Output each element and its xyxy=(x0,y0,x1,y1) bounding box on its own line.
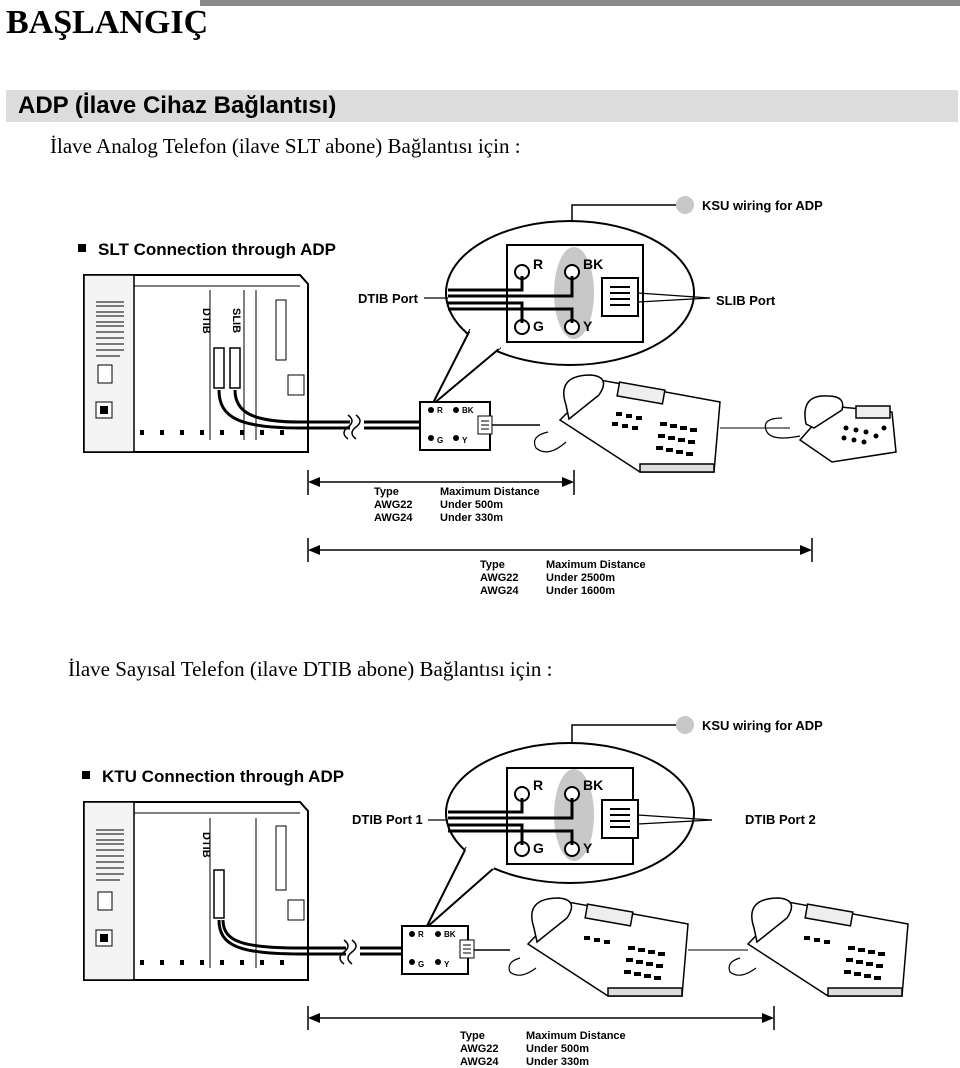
table2-dist-header: Maximum Distance xyxy=(546,559,646,571)
table1-type-header: Type xyxy=(374,486,399,498)
slt-connection-diagram: KSU wiring for ADP SLT Connection throug… xyxy=(78,196,897,597)
dtib-card-label: DTIB xyxy=(200,832,212,858)
terminal-r-label: R xyxy=(533,256,543,272)
power-module xyxy=(83,801,135,981)
dtib-port2-label: DTIB Port 2 xyxy=(745,812,816,827)
cabinet-module xyxy=(275,825,287,891)
cabinet-module xyxy=(275,299,287,361)
adp-wires xyxy=(448,276,574,323)
table1-cell: Under 330m xyxy=(440,512,503,524)
section-header-bar xyxy=(6,90,958,122)
bk-y-highlight xyxy=(554,769,594,861)
rj11-jack-icon xyxy=(601,277,639,317)
ktu-heading: KTU Connection through ADP xyxy=(102,767,344,786)
heading-bullet-icon xyxy=(82,771,90,779)
dtib-card-label: DTIB xyxy=(200,308,212,334)
ktu-intro-text: İlave Sayısal Telefon (ilave DTIB abone)… xyxy=(68,657,553,681)
table2-cell: Under 2500m xyxy=(546,572,615,584)
table1-cell: AWG24 xyxy=(460,1056,499,1068)
terminal-bk-label: BK xyxy=(583,777,603,793)
table2-cell: Under 1600m xyxy=(546,585,615,597)
distance-arrow-1 xyxy=(307,470,575,495)
slt-heading: SLT Connection through ADP xyxy=(98,240,336,259)
table1-dist-header: Maximum Distance xyxy=(440,486,540,498)
digital-keyset-phone-icon xyxy=(533,374,721,473)
table1-cell: AWG24 xyxy=(374,512,413,524)
slt-intro-text: İlave Analog Telefon (ilave SLT abone) B… xyxy=(50,134,521,158)
svg-text:G: G xyxy=(437,436,443,445)
terminal-bk-label: BK xyxy=(583,256,603,272)
terminal-g-label: G xyxy=(533,840,544,856)
svg-text:Y: Y xyxy=(444,960,450,969)
power-module xyxy=(83,274,135,453)
terminal-y-label: Y xyxy=(583,840,593,856)
terminal-g-label: G xyxy=(533,318,544,334)
ksu-bullet-icon xyxy=(676,196,694,214)
bk-y-highlight xyxy=(554,247,594,339)
slib-connector xyxy=(229,347,241,389)
digital-keyset-phone-1-icon xyxy=(508,897,689,997)
page-title: BAŞLANGIÇ xyxy=(6,4,209,41)
digital-keyset-phone-2-icon xyxy=(728,897,909,997)
table1-cell: AWG22 xyxy=(460,1043,499,1055)
table1-cell: Under 330m xyxy=(526,1056,589,1068)
section-title: ADP (İlave Cihaz Bağlantısı) xyxy=(18,92,337,119)
distance-arrow-1 xyxy=(307,1006,775,1030)
table1-cell: Under 500m xyxy=(440,499,503,511)
table2-type-header: Type xyxy=(480,559,505,571)
ksu-wiring-label: KSU wiring for ADP xyxy=(702,718,823,733)
ksu-cables xyxy=(217,919,346,956)
svg-text:Y: Y xyxy=(462,436,468,445)
table2-cell: AWG22 xyxy=(480,572,519,584)
slib-port-label: SLIB Port xyxy=(716,293,776,308)
table1-type-header: Type xyxy=(460,1030,485,1042)
analog-phone-icon xyxy=(764,395,897,463)
dtib-connector xyxy=(213,347,225,389)
adp-wires xyxy=(448,798,574,845)
table1-dist-header: Maximum Distance xyxy=(526,1030,626,1042)
slib-card-label: SLIB xyxy=(230,308,242,333)
table1-cell: AWG22 xyxy=(374,499,413,511)
table2-cell: AWG24 xyxy=(480,585,519,597)
svg-text:R: R xyxy=(437,406,443,415)
svg-text:R: R xyxy=(418,930,424,939)
ktu-connection-diagram: KSU wiring for ADP KTU Connection throug… xyxy=(82,716,909,1068)
rj11-jack-icon xyxy=(601,799,639,839)
heading-bullet-icon xyxy=(78,244,86,252)
dtib-connector xyxy=(213,869,225,919)
svg-text:BK: BK xyxy=(444,930,456,939)
terminal-y-label: Y xyxy=(583,318,593,334)
ksu-cables xyxy=(217,389,350,430)
svg-text:G: G xyxy=(418,960,424,969)
header-rule xyxy=(200,0,960,6)
terminal-r-label: R xyxy=(533,777,543,793)
dtib-port1-label: DTIB Port 1 xyxy=(352,812,423,827)
table1-cell: Under 500m xyxy=(526,1043,589,1055)
ksu-bullet-icon xyxy=(676,716,694,734)
dtib-port-label: DTIB Port xyxy=(358,291,419,306)
svg-text:BK: BK xyxy=(462,406,474,415)
ksu-wiring-label: KSU wiring for ADP xyxy=(702,198,823,213)
